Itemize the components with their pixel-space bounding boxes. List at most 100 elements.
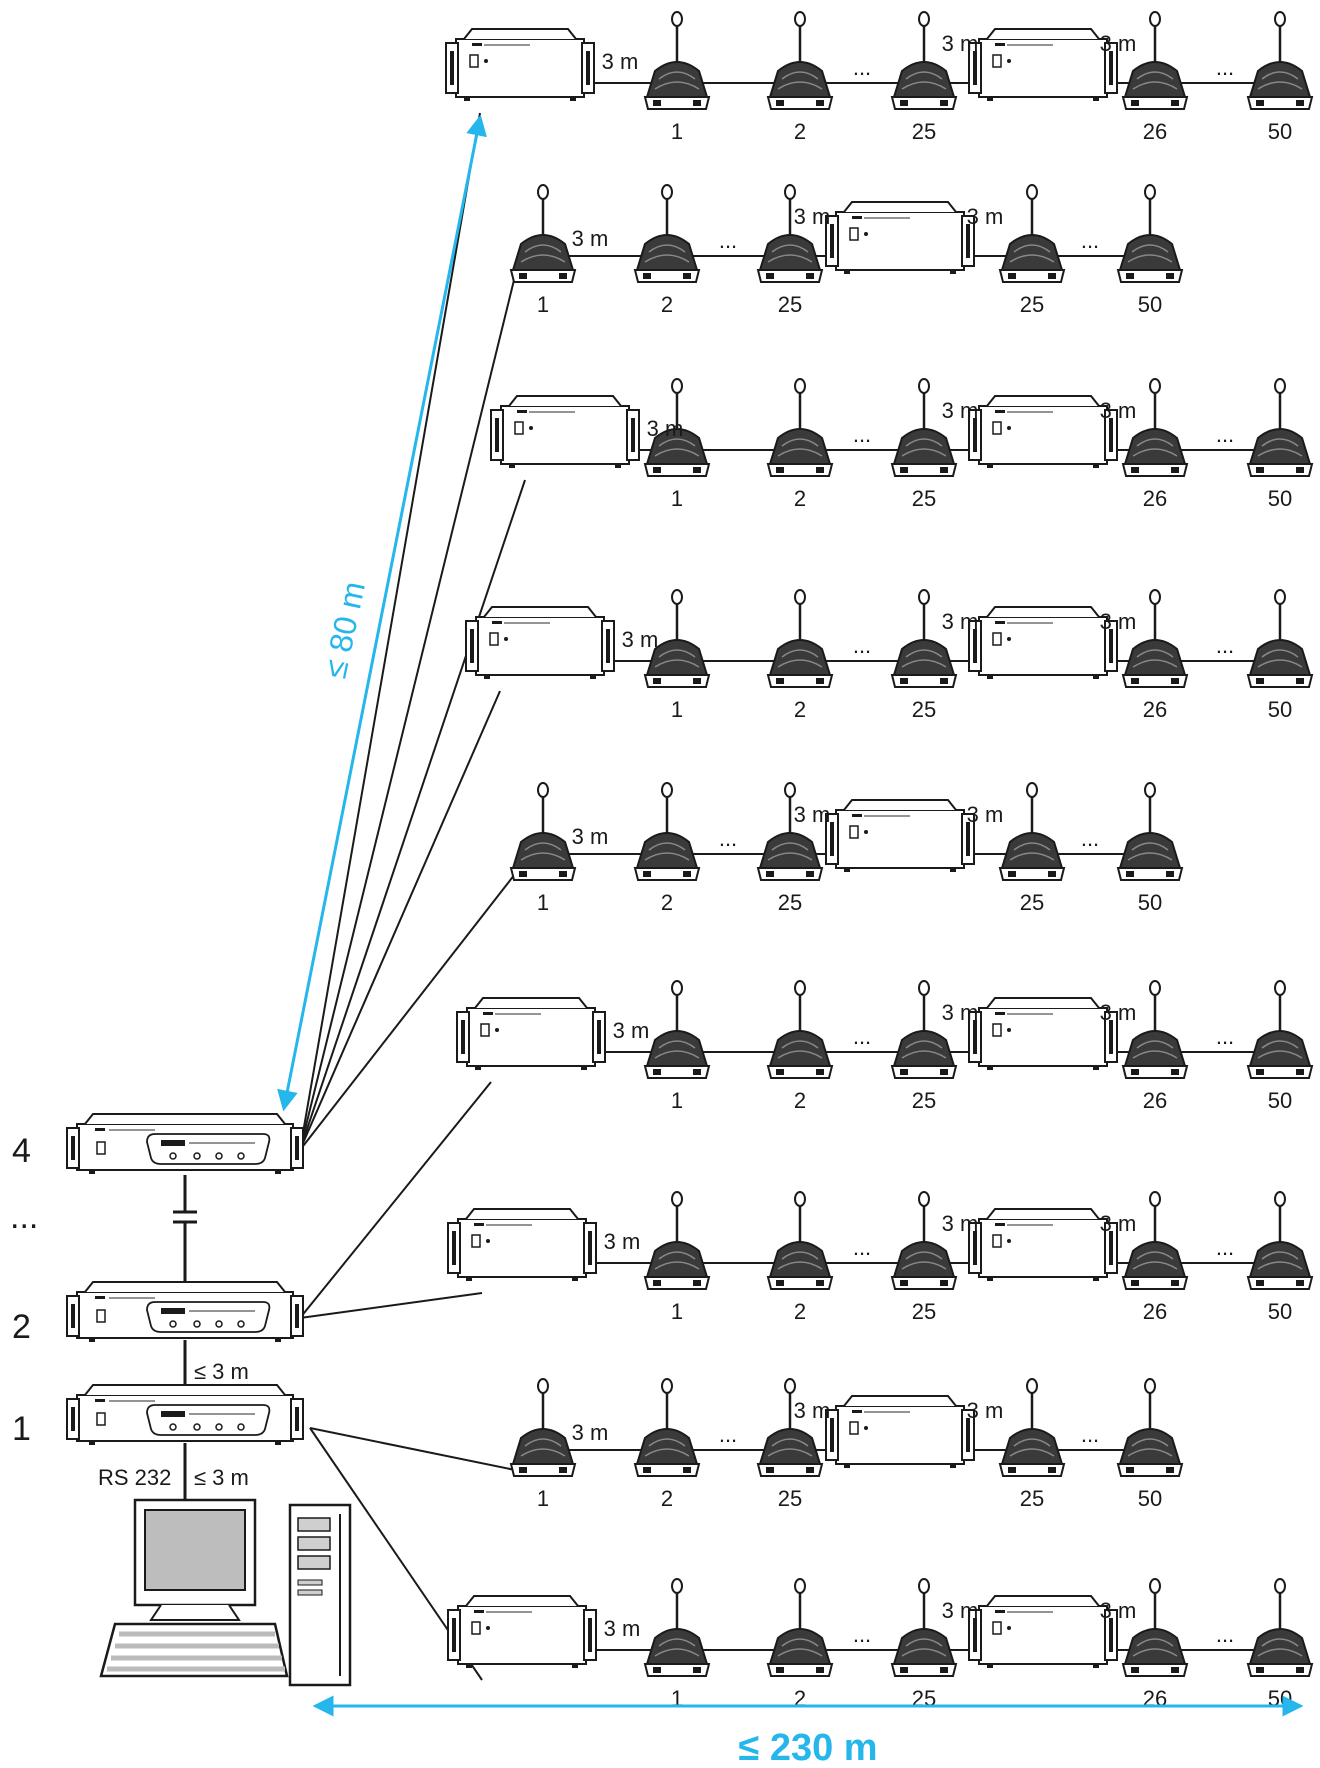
computer-icon bbox=[101, 1500, 350, 1685]
microphone-number: 25 bbox=[912, 697, 936, 722]
microphone-number: 26 bbox=[1143, 1299, 1167, 1324]
central-unit-4-icon bbox=[67, 1114, 303, 1174]
microphone-number: 2 bbox=[794, 486, 806, 511]
central-unit-1-icon bbox=[67, 1385, 303, 1445]
cable-length-label: 3 m bbox=[602, 49, 639, 74]
cable-length-label: 3 m bbox=[967, 1398, 1004, 1423]
delegate-microphone-icon bbox=[758, 185, 822, 282]
cable-length-label: 3 m bbox=[942, 31, 979, 56]
cable-length-label: 3 m bbox=[967, 204, 1004, 229]
ellipsis: ... bbox=[853, 633, 871, 658]
extension-unit-icon bbox=[448, 1596, 596, 1668]
cable-length-label: 3 m bbox=[572, 824, 609, 849]
ellipsis: ... bbox=[719, 1422, 737, 1447]
horizontal-dimension-label: ≤ 230 m bbox=[738, 1727, 877, 1768]
extension-unit-icon bbox=[466, 607, 614, 679]
cable-length-label: 3 m bbox=[1100, 31, 1137, 56]
delegate-microphone-icon bbox=[1118, 783, 1182, 880]
central-unit-stack: 4 ... 2 1 ≤ 3 m RS 232 ≤ 3 m bbox=[10, 1114, 350, 1685]
delegate-microphone-icon bbox=[1123, 12, 1187, 109]
delegate-microphone-icon bbox=[1000, 1379, 1064, 1476]
microphone-number: 1 bbox=[537, 292, 549, 317]
microphone-number: 50 bbox=[1138, 890, 1162, 915]
cable-length-label: 3 m bbox=[572, 226, 609, 251]
ellipsis: ... bbox=[1216, 1024, 1234, 1049]
delegate-microphone-icon bbox=[1123, 981, 1187, 1078]
extension-unit-icon bbox=[457, 998, 605, 1070]
microphone-number: 2 bbox=[794, 697, 806, 722]
microphone-number: 50 bbox=[1268, 697, 1292, 722]
delegate-microphone-icon bbox=[768, 1579, 832, 1676]
microphone-number: 26 bbox=[1143, 119, 1167, 144]
microphone-number: 26 bbox=[1143, 1088, 1167, 1113]
microphone-number: 25 bbox=[778, 890, 802, 915]
delegate-microphone-icon bbox=[758, 1379, 822, 1476]
delegate-microphone-icon bbox=[1123, 1579, 1187, 1676]
microphone-number: 25 bbox=[912, 486, 936, 511]
delegate-microphone-icon bbox=[1248, 981, 1312, 1078]
cable-length-label: 3 m bbox=[794, 204, 831, 229]
delegate-microphone-icon bbox=[511, 1379, 575, 1476]
delegate-microphone-icon bbox=[645, 981, 709, 1078]
microphone-number: 50 bbox=[1268, 119, 1292, 144]
delegate-microphone-icon bbox=[892, 12, 956, 109]
delegate-microphone-icon bbox=[1118, 1379, 1182, 1476]
microphone-number: 2 bbox=[661, 1486, 673, 1511]
ellipsis: ... bbox=[719, 228, 737, 253]
extension-unit-icon bbox=[969, 29, 1117, 101]
delegate-microphone-icon bbox=[635, 185, 699, 282]
extension-unit-icon bbox=[446, 29, 594, 101]
pc-interface-label: RS 232 bbox=[98, 1465, 171, 1490]
microphone-number: 2 bbox=[661, 292, 673, 317]
delegate-microphone-icon bbox=[635, 1379, 699, 1476]
delegate-microphone-icon bbox=[768, 1192, 832, 1289]
delegate-microphone-icon bbox=[768, 590, 832, 687]
cu-link-distance: ≤ 3 m bbox=[194, 1359, 249, 1384]
pc-distance: ≤ 3 m bbox=[194, 1465, 249, 1490]
feed-lines bbox=[300, 113, 525, 1680]
ellipsis: ... bbox=[853, 1235, 871, 1260]
delegate-microphone-icon bbox=[645, 1579, 709, 1676]
cable-length-label: 3 m bbox=[942, 609, 979, 634]
microphone-number: 25 bbox=[1020, 1486, 1044, 1511]
microphone-number: 1 bbox=[671, 1299, 683, 1324]
microphone-number: 50 bbox=[1268, 1088, 1292, 1113]
chain-row: 122526503 m3 m3 m...... bbox=[448, 1579, 1312, 1711]
delegate-microphone-icon bbox=[892, 1579, 956, 1676]
cable-length-label: 3 m bbox=[794, 1398, 831, 1423]
microphone-number: 2 bbox=[661, 890, 673, 915]
vertical-dimension-label: ≤ 80 m bbox=[316, 578, 372, 681]
cu-label-2: 2 bbox=[12, 1308, 31, 1346]
extension-unit-icon bbox=[826, 1396, 974, 1468]
delegate-microphone-icon bbox=[892, 981, 956, 1078]
microphone-number: 1 bbox=[671, 1088, 683, 1113]
cable-length-label: 3 m bbox=[967, 802, 1004, 827]
cable-length-label: 3 m bbox=[1100, 609, 1137, 634]
cable-length-label: 3 m bbox=[604, 1616, 641, 1641]
microphone-number: 26 bbox=[1143, 697, 1167, 722]
cable-length-label: 3 m bbox=[622, 627, 659, 652]
delegate-microphone-icon bbox=[1000, 783, 1064, 880]
extension-unit-icon bbox=[969, 396, 1117, 468]
cable-length-label: 3 m bbox=[794, 802, 831, 827]
ellipsis: ... bbox=[853, 1622, 871, 1647]
cable-length-label: 3 m bbox=[942, 1000, 979, 1025]
delegate-microphone-icon bbox=[1248, 12, 1312, 109]
microphone-number: 25 bbox=[912, 1088, 936, 1113]
microphone-number: 1 bbox=[537, 890, 549, 915]
extension-unit-icon bbox=[969, 1209, 1117, 1281]
cable-length-label: 3 m bbox=[613, 1018, 650, 1043]
ellipsis: ... bbox=[1216, 422, 1234, 447]
delegate-microphone-icon bbox=[645, 12, 709, 109]
microphone-number: 25 bbox=[1020, 890, 1044, 915]
microphone-number: 2 bbox=[794, 1088, 806, 1113]
microphone-number: 1 bbox=[671, 119, 683, 144]
microphone-number: 50 bbox=[1138, 1486, 1162, 1511]
delegate-microphone-icon bbox=[1118, 185, 1182, 282]
